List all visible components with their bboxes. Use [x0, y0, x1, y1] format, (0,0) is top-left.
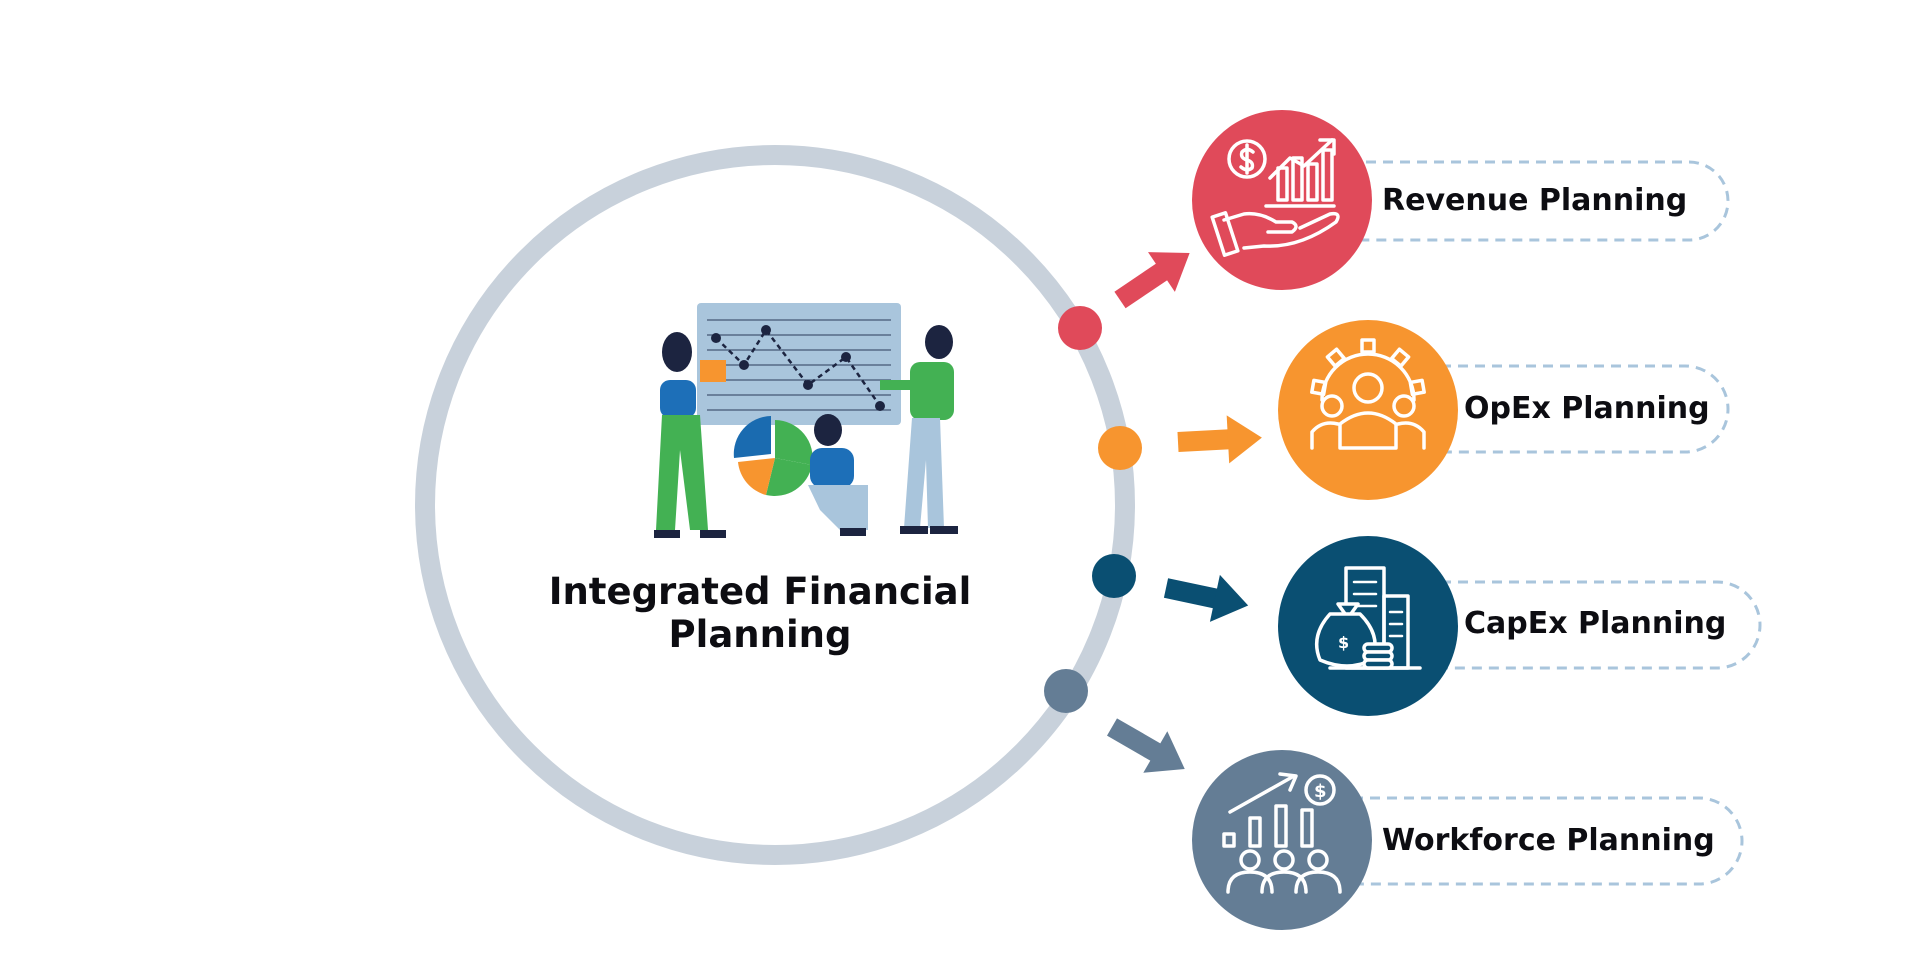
node-dot-workforce [1044, 669, 1088, 713]
arrow-capex [1163, 574, 1249, 622]
capex-planning-label: CapEx Planning [1464, 606, 1727, 641]
center-title: Integrated Financial Planning [548, 570, 972, 656]
arrow-opex [1177, 415, 1262, 464]
node-dot-revenue [1058, 306, 1102, 350]
opex-planning-label: OpEx Planning [1464, 391, 1710, 426]
people-growth-chart-icon: $ [1222, 772, 1342, 894]
svg-text:$: $ [1338, 633, 1349, 652]
revenue-planning-label: Revenue Planning [1382, 183, 1688, 218]
node-dot-capex [1092, 554, 1136, 598]
team-gear-icon [1310, 338, 1426, 450]
revenue-growth-hand-icon [1210, 138, 1340, 257]
arrow-revenue [1114, 252, 1190, 309]
circle-workforce [1192, 750, 1372, 930]
pill-workforce [1308, 796, 1744, 886]
workforce-planning-label: Workforce Planning [1382, 823, 1715, 858]
main-ring [415, 145, 1135, 865]
svg-text:$: $ [1314, 781, 1327, 802]
arrow-workforce [1107, 718, 1185, 773]
buildings-money-bag-icon: $ [1314, 566, 1422, 670]
pill-revenue [1308, 160, 1730, 242]
pill-opex [1396, 364, 1730, 454]
team-analytics-illustration [654, 303, 958, 538]
circle-opex [1278, 320, 1458, 500]
node-dot-opex [1098, 426, 1142, 470]
